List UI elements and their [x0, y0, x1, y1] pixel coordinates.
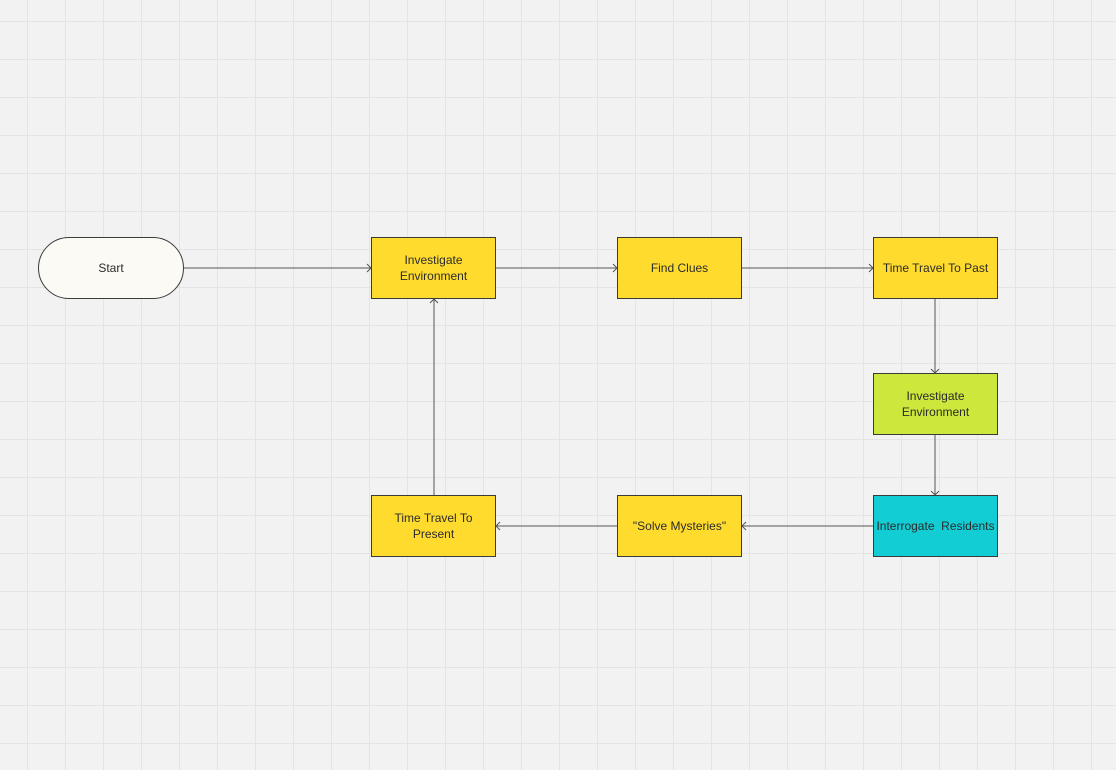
node-label: Find Clues — [650, 261, 709, 275]
node-time-travel-to-present[interactable]: Time Travel To Present — [371, 495, 496, 557]
node-solve-mysteries[interactable]: "Solve Mysteries" — [617, 495, 742, 557]
node-investigate-environment-past[interactable]: Investigate Environment — [873, 373, 998, 435]
node-find-clues[interactable]: Find Clues — [617, 237, 742, 299]
node-label: Interrogate Residents — [876, 519, 995, 533]
node-interrogate-residents[interactable]: Interrogate Residents — [873, 495, 998, 557]
node-label: Investigate Environment — [399, 253, 468, 283]
node-start[interactable]: Start — [38, 237, 184, 299]
node-label: "Solve Mysteries" — [632, 519, 727, 533]
node-label: Time Travel To Present — [394, 511, 473, 541]
connector-arrowhead — [429, 298, 439, 304]
connector-arrowhead — [741, 521, 747, 531]
connector-arrowhead — [495, 521, 501, 531]
node-investigate-environment[interactable]: Investigate Environment — [371, 237, 496, 299]
node-time-travel-to-past[interactable]: Time Travel To Past — [873, 237, 998, 299]
node-label: Time Travel To Past — [882, 261, 989, 275]
node-label: Start — [98, 261, 124, 275]
node-label: Investigate Environment — [901, 389, 970, 419]
